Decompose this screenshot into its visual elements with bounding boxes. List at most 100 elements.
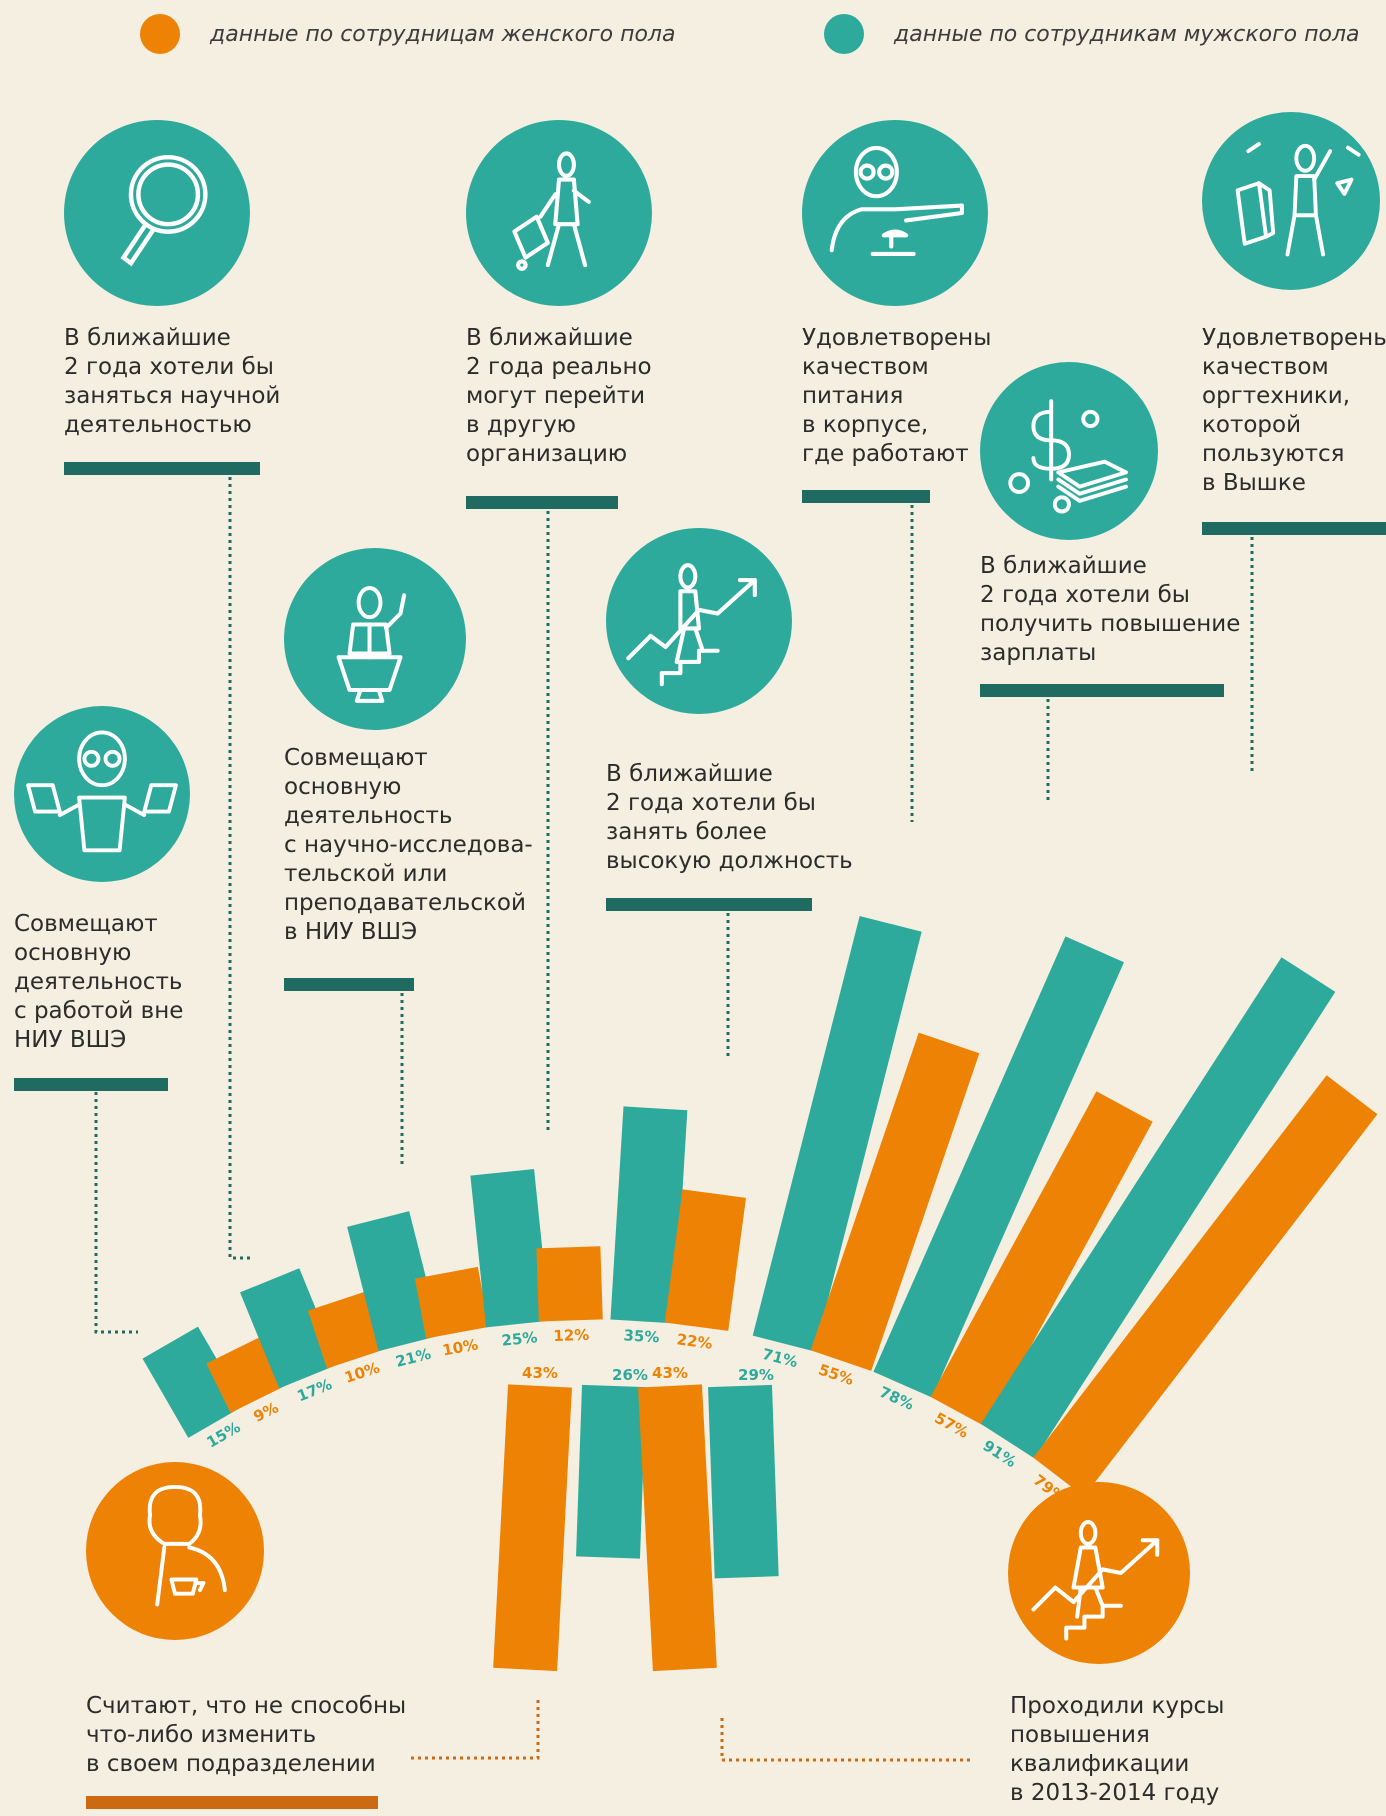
- chart-bars: [142, 915, 1378, 1672]
- pct-female-3-text: 10%: [441, 1335, 480, 1359]
- pct-female-5-text: 22%: [676, 1330, 714, 1353]
- bar-female-8-rect: [1033, 1075, 1378, 1497]
- underline-food: [802, 490, 930, 503]
- legend-male-dot: [824, 14, 864, 54]
- leader-line-1: [94, 1092, 138, 1334]
- lower-bar-female-1-rect: [493, 1384, 572, 1672]
- bar-male-8-rect: [980, 957, 1336, 1459]
- leader-line-2: [228, 470, 254, 1260]
- underline-teaching: [284, 978, 414, 991]
- bar-male-6: [752, 915, 922, 1352]
- underline-equipment: [1202, 522, 1386, 535]
- bar-male-4-rect: [470, 1169, 550, 1328]
- lecturer-podium-icon: [284, 548, 466, 730]
- pct-male-3: 21%: [394, 1345, 433, 1371]
- legend-male: данные по сотрудникам мужского пола: [824, 14, 1359, 54]
- climbing-stairs-icon: [606, 528, 792, 714]
- pct-male-4: 25%: [501, 1328, 539, 1350]
- leader-line-10: [720, 1718, 970, 1762]
- bar-female-4: [536, 1246, 603, 1322]
- bar-male-2: [240, 1268, 339, 1389]
- office-equipment-icon: [1202, 112, 1380, 290]
- bar-male-1: [142, 1326, 244, 1438]
- pct-female-6-text: 55%: [816, 1360, 856, 1389]
- bar-female-2: [307, 1290, 388, 1369]
- glasses-man-laptops-icon: [14, 706, 190, 882]
- lower-bar-male-2: [708, 1384, 779, 1579]
- lower-pct-male-1: 26%: [612, 1366, 648, 1384]
- bar-female-3-rect: [414, 1266, 489, 1339]
- waiter-tray-icon: [802, 120, 988, 306]
- woman-coffee-icon: [86, 1462, 264, 1640]
- bar-female-5: [664, 1189, 746, 1331]
- lower-pct-female-1: 43%: [522, 1364, 558, 1382]
- magnifier-icon: [64, 120, 250, 306]
- bar-male-5-rect: [610, 1106, 688, 1324]
- bar-male-3: [347, 1211, 441, 1352]
- legend-female: данные по сотрудницам женского пола: [140, 14, 675, 54]
- money-icon: [980, 362, 1158, 540]
- bar-female-5-rect: [664, 1189, 746, 1331]
- pct-female-1-text: 9%: [251, 1398, 282, 1425]
- bar-female-2-rect: [307, 1290, 388, 1369]
- bar-female-3: [414, 1266, 489, 1339]
- bar-female-4-rect: [536, 1246, 603, 1322]
- bar-female-6: [810, 1032, 980, 1371]
- legend-male-label: данные по сотрудникам мужского пола: [894, 21, 1360, 47]
- bar-male-5: [610, 1106, 688, 1324]
- lower-pct-female-2: 43%: [652, 1364, 688, 1382]
- underline-position: [606, 898, 812, 911]
- label-leave: В ближайшие 2 года реально могут перейти…: [466, 325, 652, 467]
- underline-science: [64, 462, 260, 475]
- lower-bar-female-2-rect: [638, 1384, 717, 1672]
- label-science: В ближайшие 2 года хотели бы заняться на…: [64, 325, 281, 438]
- lower-bar-female-2: [638, 1384, 717, 1672]
- bar-female-7: [930, 1091, 1153, 1428]
- pct-female-6: 55%: [816, 1360, 856, 1389]
- underline-unable: [86, 1796, 378, 1809]
- pct-female-3: 10%: [441, 1335, 480, 1359]
- lower-bar-male-1-rect: [576, 1384, 646, 1559]
- pct-male-4-text: 25%: [501, 1328, 539, 1350]
- label-teaching: Совмещают основную деятельность с научно…: [284, 745, 533, 945]
- label-courses: Проходили курсы повышения квалификации в…: [1010, 1693, 1225, 1806]
- bar-male-7: [873, 936, 1124, 1398]
- label-food: Удовлетворены качеством питания в корпус…: [802, 325, 992, 467]
- pct-female-4: 12%: [553, 1326, 589, 1345]
- lower-bar-male-1: [576, 1384, 646, 1559]
- lower-bar-male-2-rect: [708, 1384, 779, 1579]
- pct-female-2-text: 10%: [342, 1358, 382, 1386]
- lower-bar-female-1: [493, 1384, 572, 1672]
- bar-male-1-rect: [142, 1326, 244, 1438]
- bar-male-7-rect: [873, 936, 1124, 1398]
- pct-female-5: 22%: [676, 1330, 714, 1353]
- label-equipment: Удовлетворены качеством оргтехники, кото…: [1202, 325, 1386, 496]
- pct-female-1: 9%: [251, 1398, 282, 1425]
- pct-male-5: 35%: [623, 1326, 660, 1346]
- leader-lines: [94, 470, 1254, 1762]
- label-unable: Считают, что не способны что-либо измени…: [86, 1693, 407, 1777]
- leader-line-9: [408, 1700, 540, 1760]
- label-salary: В ближайшие 2 года хотели бы получить по…: [980, 553, 1241, 666]
- underline-outside: [14, 1078, 168, 1091]
- pct-female-2: 10%: [342, 1358, 382, 1386]
- bar-male-6-rect: [752, 915, 922, 1352]
- bar-female-6-rect: [810, 1032, 980, 1371]
- woman-stairs-icon: [1008, 1482, 1190, 1664]
- bar-female-8: [1033, 1075, 1378, 1497]
- pct-male-5-text: 35%: [623, 1326, 660, 1346]
- pct-male-3-text: 21%: [394, 1345, 433, 1371]
- bar-male-8: [980, 957, 1336, 1459]
- underline-salary: [980, 684, 1224, 697]
- bar-male-2-rect: [240, 1268, 339, 1389]
- legend-female-label: данные по сотрудницам женского пола: [210, 21, 676, 47]
- bar-male-3-rect: [347, 1211, 441, 1352]
- legend-female-dot: [140, 14, 180, 54]
- underline-leave: [466, 496, 618, 509]
- traveler-suitcase-icon: [466, 120, 652, 306]
- bar-male-4: [470, 1169, 550, 1328]
- label-outside: Совмещают основную деятельность с работо…: [14, 911, 184, 1053]
- pct-female-4-text: 12%: [553, 1326, 589, 1345]
- label-position: В ближайшие 2 года хотели бы занять боле…: [606, 761, 853, 874]
